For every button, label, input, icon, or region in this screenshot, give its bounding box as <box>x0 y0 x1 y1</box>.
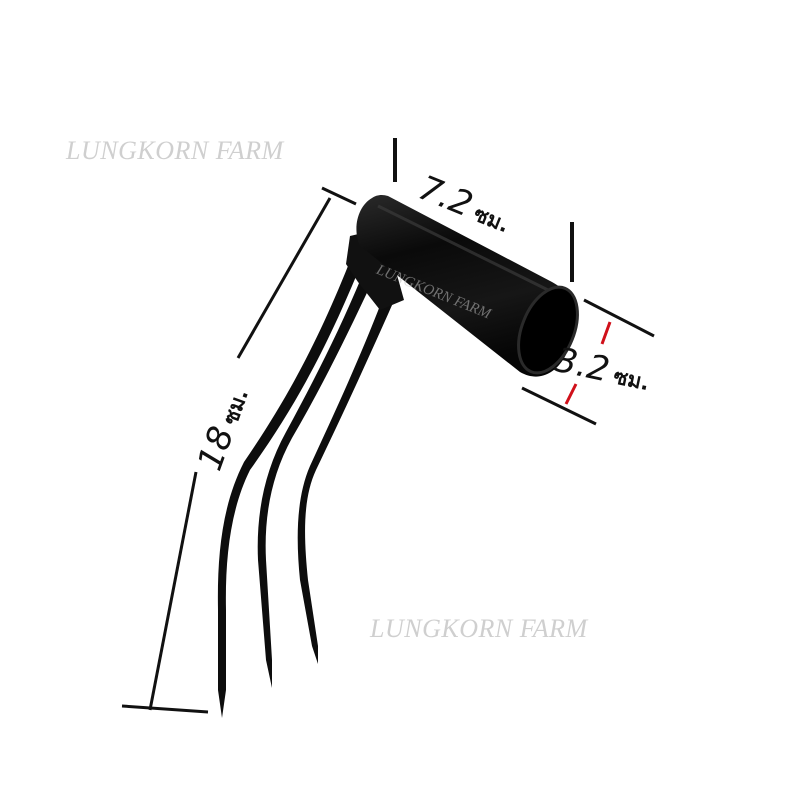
watermark-bottom: LUNGKORN FARM <box>370 614 588 643</box>
tine-middle <box>257 276 372 688</box>
dim-length-lower-line <box>148 471 198 711</box>
dim-length-bottom-tick <box>121 704 209 714</box>
dim-diameter-bottom-line <box>521 386 597 426</box>
tine-length-unit: ซม. <box>218 385 254 429</box>
dim-length-top-tick <box>321 186 357 206</box>
tube-diameter-unit: ซม. <box>611 364 652 396</box>
dim-diameter-red-tick-bottom <box>564 383 578 405</box>
dim-diameter-red-tick-top <box>600 321 612 345</box>
dim-diameter-top-line <box>583 298 655 338</box>
watermark-top: LUNGKORN FARM <box>66 136 284 165</box>
tube-opening <box>517 285 579 375</box>
tube-highlight <box>377 204 549 292</box>
dim-length-upper-line <box>236 197 332 359</box>
